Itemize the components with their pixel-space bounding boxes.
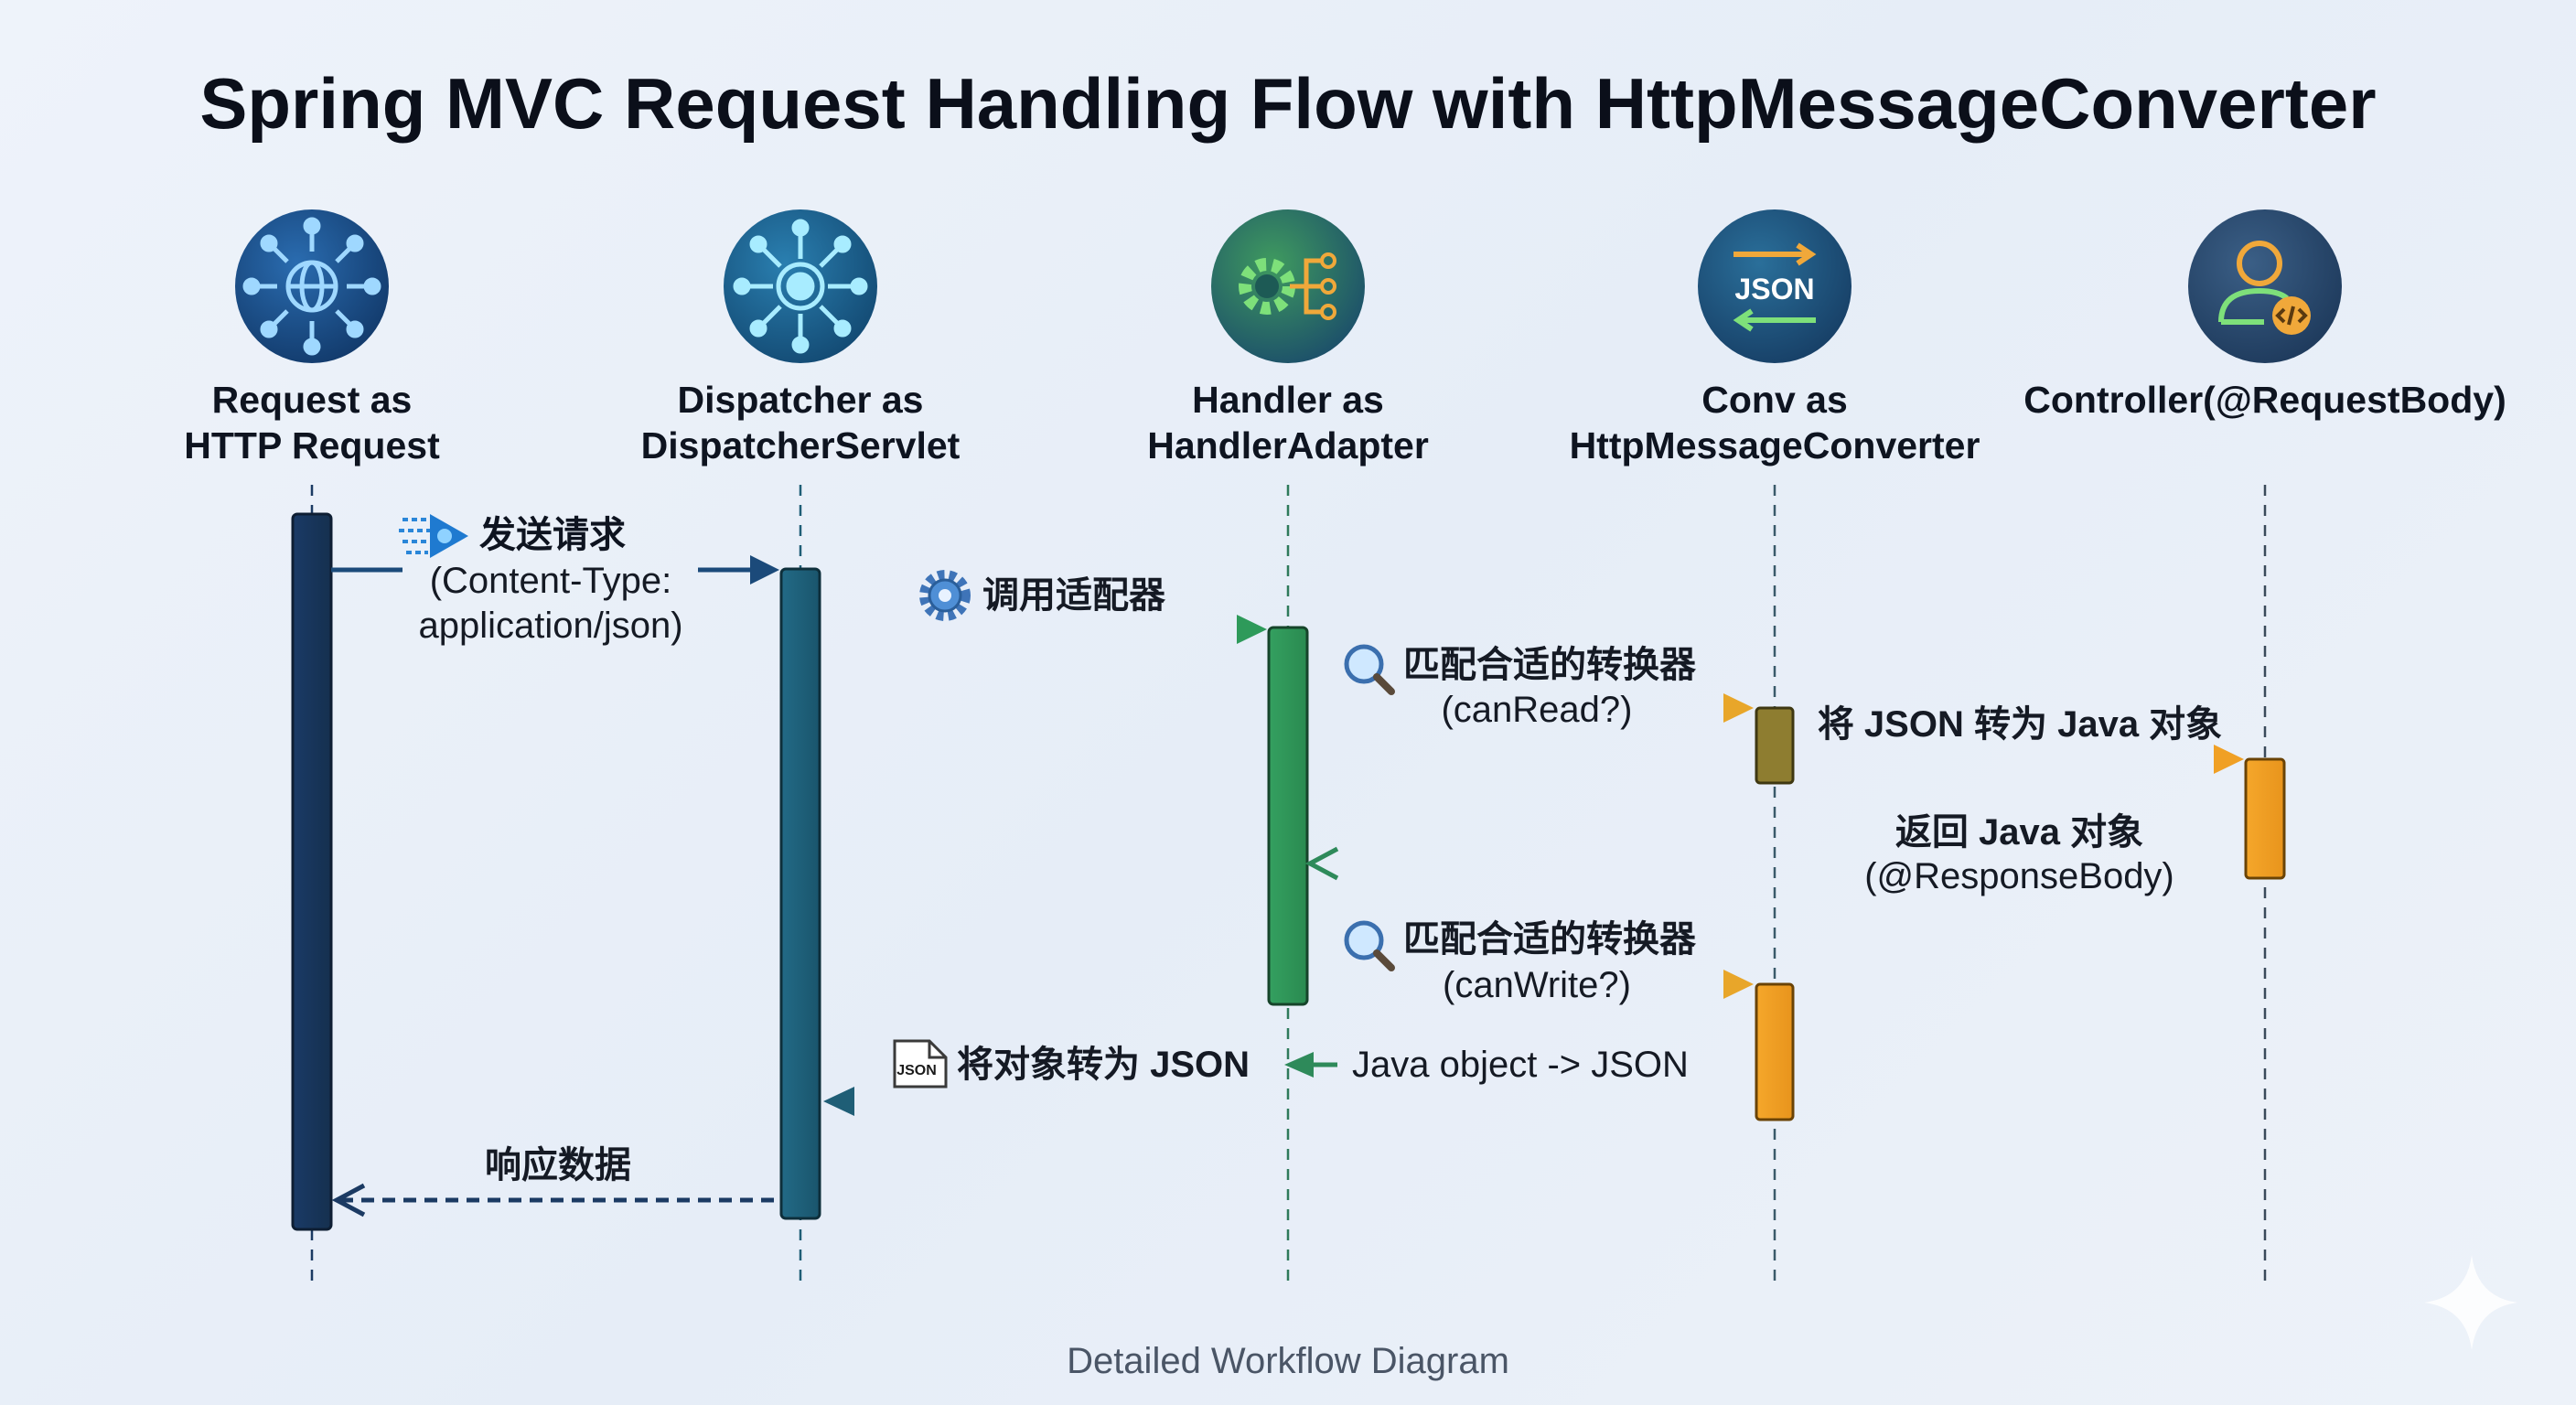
- msg-send-request-mime: application/json): [418, 606, 683, 646]
- footer-caption: Detailed Workflow Diagram: [1067, 1341, 1509, 1381]
- page-title: Spring MVC Request Handling Flow with Ht…: [199, 63, 2377, 144]
- activation-bars: [291, 512, 2286, 1231]
- activation-conv-write: [1755, 982, 1795, 1121]
- msg-send-request-content-type: (Content-Type:: [429, 561, 672, 601]
- activation-conv-read: [1755, 706, 1795, 785]
- magnifier-icon: [1344, 920, 1395, 971]
- msg-response-body: (@ResponseBody): [1864, 856, 2174, 896]
- msg-can-write: (canWrite?): [1443, 965, 1631, 1005]
- sparkle-icon: [2424, 1255, 2517, 1350]
- msg-match-converter-read: 匹配合适的转换器: [1403, 645, 1696, 685]
- participant-dispatcher-icon: [724, 209, 877, 363]
- participant-controller-label: Controller(@RequestBody): [2023, 379, 2506, 421]
- activation-request: [291, 512, 333, 1231]
- json-file-icon: JSON: [893, 1039, 948, 1089]
- activation-controller: [2244, 757, 2286, 880]
- hub-node-icon: [733, 219, 868, 354]
- msg-invoke-adapter: 调用适配器: [982, 575, 1165, 616]
- participant-handler-icon: [1211, 209, 1365, 363]
- activation-dispatcher: [779, 567, 821, 1220]
- participant-conv-icon: JSON: [1698, 209, 1852, 363]
- msg-json-to-java: 将 JSON 转为 Java 对象: [1817, 704, 2223, 745]
- magnifier-icon: [1344, 644, 1395, 695]
- msg-match-converter-write: 匹配合适的转换器: [1403, 919, 1696, 960]
- send-request-icon: [399, 514, 468, 558]
- participant-request-icon: [235, 209, 389, 363]
- json-file-text: JSON: [896, 1063, 937, 1078]
- gear-branch-icon: [1239, 252, 1336, 320]
- json-convert-icon: JSON: [1733, 242, 1817, 332]
- user-code-icon: [2218, 241, 2311, 335]
- msg-return-java: 返回 Java 对象: [1894, 812, 2144, 853]
- gear-icon: [919, 570, 971, 621]
- msg-can-read: (canRead?): [1441, 690, 1633, 730]
- msg-object-to-json: 将对象转为 JSON: [957, 1045, 1250, 1085]
- message-arrows: [331, 555, 2244, 1217]
- json-badge-text: JSON: [1734, 273, 1814, 306]
- msg-java-object-to-json: Java object -> JSON: [1352, 1045, 1689, 1085]
- participant-controller-icon: [2188, 209, 2342, 363]
- globe-network-icon: [242, 217, 381, 356]
- activation-handler: [1267, 626, 1309, 1006]
- msg-send-request-title: 发送请求: [479, 515, 626, 555]
- msg-response-data: 响应数据: [485, 1145, 631, 1185]
